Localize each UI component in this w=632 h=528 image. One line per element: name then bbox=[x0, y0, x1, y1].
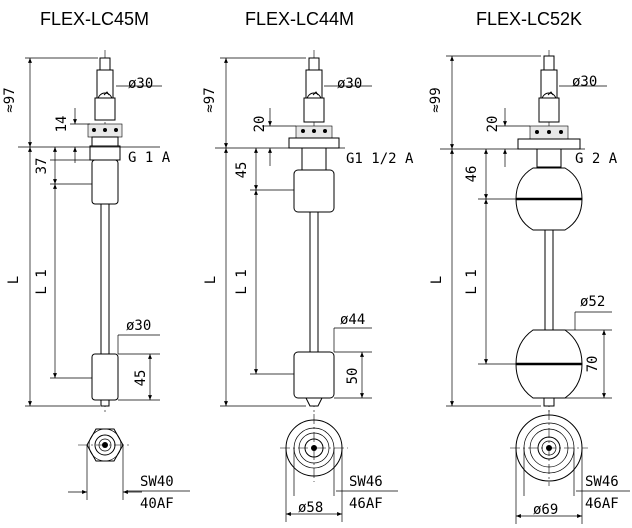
head-dia-label: ø30 bbox=[572, 74, 597, 90]
bottom-view: SW40 40AF bbox=[68, 428, 190, 512]
flange-height-label: 14 bbox=[54, 116, 70, 133]
across-flats-label: 40AF bbox=[140, 496, 174, 512]
upper-offset-label: 37 bbox=[34, 158, 50, 175]
length-l-label: L bbox=[6, 276, 22, 284]
length-l1-label: L 1 bbox=[234, 269, 250, 294]
thread-label: G1 1/2 A bbox=[346, 151, 414, 167]
model-title: FLEX-LC44M bbox=[245, 9, 354, 29]
length-l1-label: L 1 bbox=[34, 269, 50, 294]
model-flex-lc45m: FLEX-LC45M bbox=[2, 9, 190, 512]
bottom-view: SW46 46AF ø58 bbox=[280, 414, 398, 522]
float-height-label: 50 bbox=[345, 368, 361, 385]
length-l-label: L bbox=[203, 276, 219, 284]
upper-offset-label: 45 bbox=[234, 162, 250, 179]
base-dia-label: ø58 bbox=[298, 500, 323, 516]
head-dia-label: ø30 bbox=[337, 76, 362, 92]
bottom-view: SW46 46AF ø69 bbox=[510, 410, 630, 524]
thread-label: G 1 A bbox=[128, 150, 171, 166]
float-height-label: 45 bbox=[133, 370, 149, 387]
float-dia-label: ø44 bbox=[340, 312, 365, 328]
dimensions: ≈97 L 14 37 L 1 ø30 G 1 A bbox=[2, 57, 171, 407]
length-l1-label: L 1 bbox=[464, 269, 480, 294]
wrench-size-label: SW46 bbox=[349, 474, 383, 490]
length-l-label: L bbox=[429, 276, 445, 284]
across-flats-label: 46AF bbox=[349, 496, 383, 512]
model-title: FLEX-LC52K bbox=[476, 9, 582, 29]
float-dia-label: ø52 bbox=[580, 294, 605, 310]
upper-offset-label: 46 bbox=[464, 166, 480, 183]
dimensions: ≈97 L 20 45 L 1 ø30 G1 1/2 A ø44 bbox=[202, 57, 414, 407]
model-flex-lc44m: FLEX-LC44M ≈97 bbox=[202, 9, 414, 522]
sensor-drawing bbox=[288, 50, 340, 412]
total-height-label: ≈97 bbox=[2, 87, 18, 112]
base-dia-label: ø69 bbox=[533, 502, 558, 518]
float-dia-label: ø30 bbox=[126, 318, 151, 334]
sensor-drawing bbox=[515, 50, 583, 412]
wrench-size-label: SW40 bbox=[140, 474, 174, 490]
model-flex-lc52k: FLEX-LC52K bbox=[428, 9, 630, 524]
model-title: FLEX-LC45M bbox=[40, 9, 149, 29]
float-height-label: 70 bbox=[585, 356, 601, 373]
across-flats-label: 46AF bbox=[585, 496, 619, 512]
thread-label: G 2 A bbox=[575, 151, 618, 167]
wrench-size-label: SW46 bbox=[585, 474, 619, 490]
total-height-label: ≈99 bbox=[428, 87, 444, 112]
sensor-drawing bbox=[87, 50, 123, 412]
dimensions: ≈99 L 20 46 L 1 ø30 G 2 A ø52 bbox=[428, 55, 618, 407]
total-height-label: ≈97 bbox=[202, 87, 218, 112]
flange-height-label: 20 bbox=[252, 116, 268, 133]
head-dia-label: ø30 bbox=[128, 76, 153, 92]
flange-height-label: 20 bbox=[485, 116, 501, 133]
